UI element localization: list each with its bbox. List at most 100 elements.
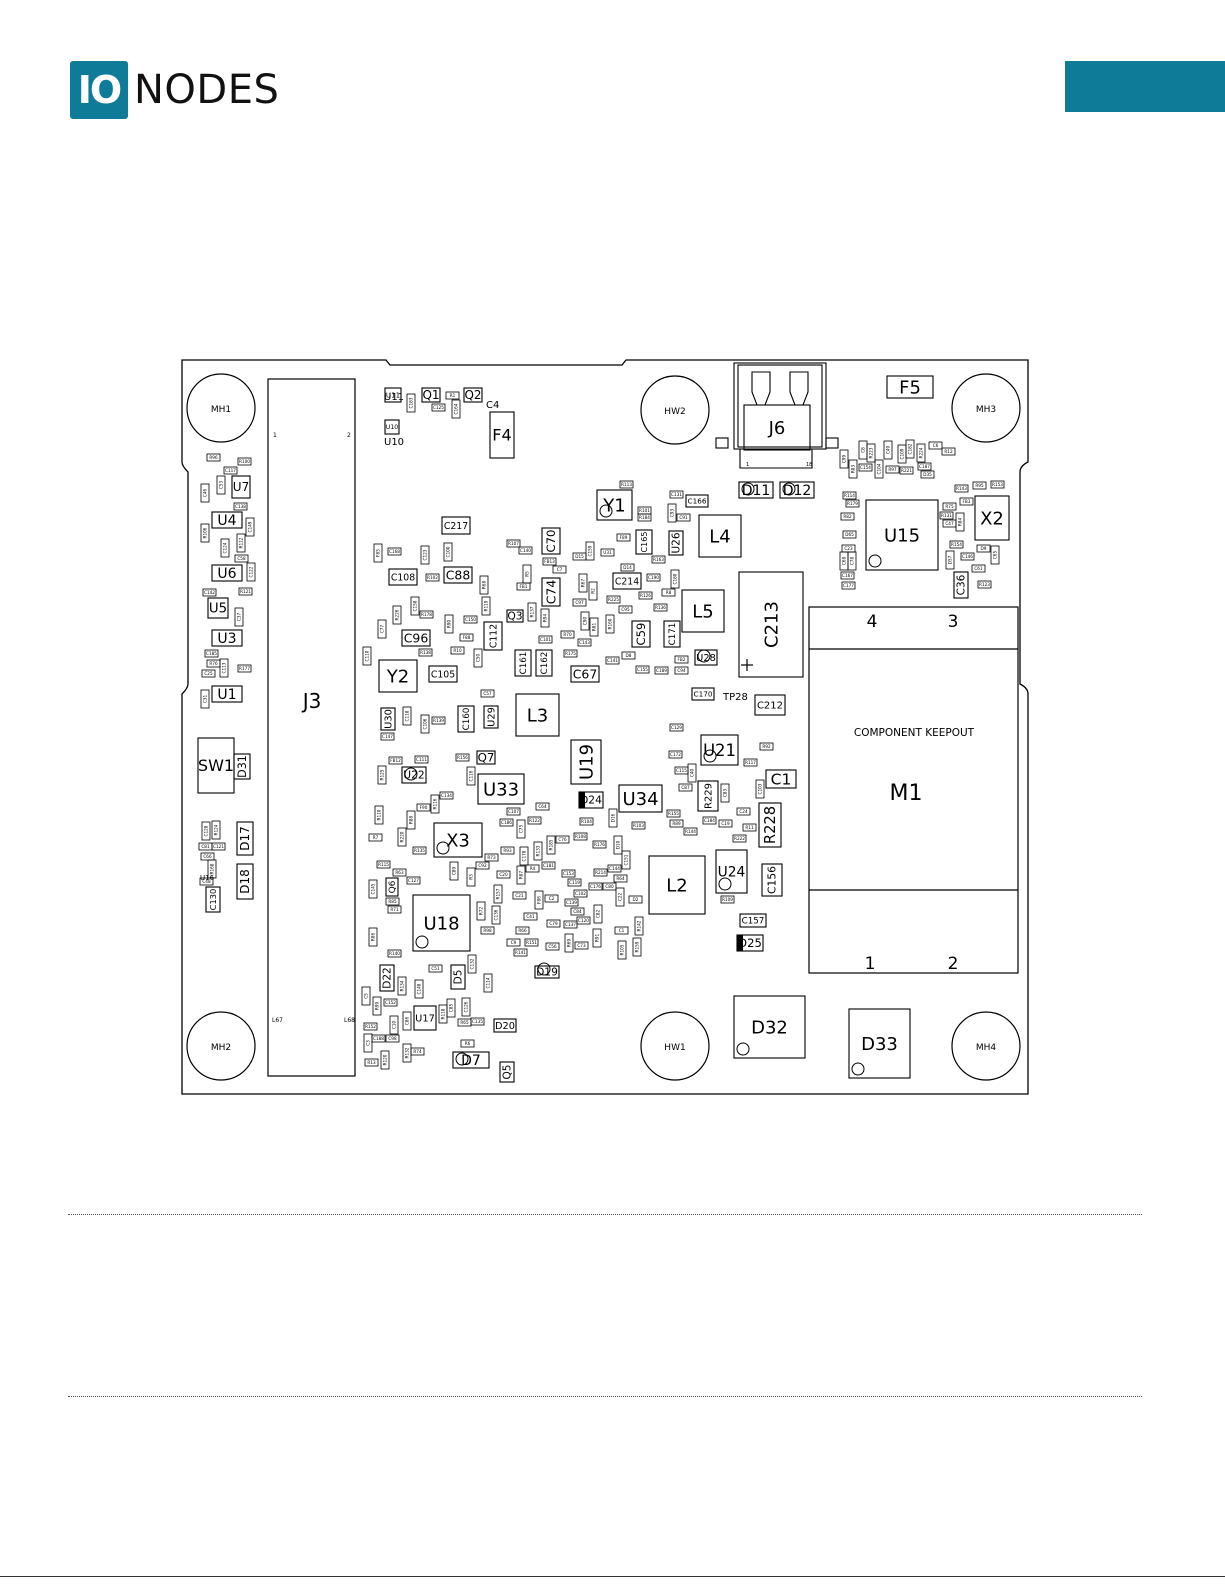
component-label: F4 xyxy=(492,426,511,445)
passive-label: R184 xyxy=(639,515,650,520)
footer-divider-top xyxy=(68,1214,1142,1215)
passive-r112: R112 xyxy=(236,533,246,553)
component-u4: U4 xyxy=(211,511,243,529)
component-label: C70 xyxy=(544,530,558,553)
passive-r66: R66 xyxy=(515,926,530,935)
passive-r163: R163 xyxy=(651,555,666,564)
j3-pin-2: 2 xyxy=(347,432,351,439)
passive-label: R4 xyxy=(530,866,536,871)
mounting-hole-mh4: MH4 xyxy=(951,1011,1021,1081)
passive-label: C120 xyxy=(578,918,589,923)
passive-label: C127 xyxy=(408,878,419,883)
passive-label: R67 xyxy=(581,579,586,588)
component-j6: J6 xyxy=(743,404,811,451)
free-label: TP28 xyxy=(722,692,748,703)
component-label: C217 xyxy=(444,521,468,532)
component-c213: C213 xyxy=(738,571,804,678)
passive-d14: D14 xyxy=(620,563,635,572)
passive-label: C190 xyxy=(648,575,659,580)
passive-label: C176 xyxy=(590,884,601,889)
passive-c140: C140 xyxy=(518,546,533,555)
passive-c20: C20 xyxy=(496,870,511,879)
passive-r93: R93 xyxy=(500,846,515,855)
passive-label: R98 xyxy=(483,928,492,933)
component-label: C157 xyxy=(742,917,765,927)
passive-c65: C65 xyxy=(990,545,1000,565)
passive-fb1: FB1 xyxy=(516,582,531,591)
component-label: U4 xyxy=(217,513,236,529)
component-label: Q7 xyxy=(478,751,495,765)
passive-label: C20 xyxy=(499,872,508,877)
component-l2: L2 xyxy=(648,855,706,915)
passive-r120: R120 xyxy=(380,1050,390,1070)
passive-label: C51 xyxy=(431,966,440,971)
passive-label: C147 xyxy=(382,734,393,739)
component-label: D31 xyxy=(236,755,249,778)
passive-label: C106 xyxy=(423,718,428,729)
passive-label: C91 xyxy=(679,515,688,520)
component-label: C171 xyxy=(668,623,678,646)
passive-c7: C7 xyxy=(552,565,567,574)
component-q1: Q1 xyxy=(421,387,441,403)
passive-c120: C120 xyxy=(576,916,591,925)
passive-label: R220 xyxy=(400,831,405,842)
logo-wordmark: NODES xyxy=(134,67,280,113)
page-bottom-rule xyxy=(0,1576,1225,1577)
component-u22: U22 xyxy=(401,766,427,784)
passive-r117: R117 xyxy=(743,758,758,767)
passive-label: R144 xyxy=(685,829,696,834)
component-d33: D33 xyxy=(848,1008,911,1079)
component-label: R228 xyxy=(762,806,779,844)
j6-pin-1: 1 xyxy=(746,462,749,468)
passive-c187: C187 xyxy=(917,462,932,471)
passive-label: R75 xyxy=(945,504,954,509)
passive-label: C134 xyxy=(441,793,452,798)
passive-c107: C107 xyxy=(506,807,521,816)
passive-label: R132 xyxy=(405,1047,410,1058)
passive-c181: C181 xyxy=(541,861,556,870)
passive-f89: F89 xyxy=(616,533,631,542)
passive-c78: C78 xyxy=(847,551,857,571)
passive-r88: R88 xyxy=(406,810,416,830)
passive-r6: R6 xyxy=(460,1039,475,1048)
passive-c184: C184 xyxy=(702,816,717,825)
passive-label: C125 xyxy=(433,405,444,410)
m1-module: 4 3 1 2 COMPONENT KEEPOUT M1 xyxy=(808,606,1019,974)
component-label: J6 xyxy=(768,418,786,439)
passive-label: R100 xyxy=(239,459,250,464)
passive-label: R105 xyxy=(620,944,625,955)
component-d25: D25 xyxy=(736,934,764,952)
component-c161: C161 xyxy=(514,649,532,677)
passive-c172: C172 xyxy=(668,750,683,759)
passive-label: C90 xyxy=(583,617,588,626)
passive-label: R134 xyxy=(400,980,405,991)
passive-c31: C31 xyxy=(200,689,210,709)
passive-label: R109 xyxy=(722,897,733,902)
passive-c75: C75 xyxy=(516,819,526,839)
passive-label: C144 xyxy=(609,866,620,871)
passive-label: C142 xyxy=(204,590,215,595)
passive-c121: C121 xyxy=(211,842,226,851)
passive-label: C158 xyxy=(413,600,418,611)
passive-c131: C131 xyxy=(669,490,684,499)
passive-label: R64 xyxy=(616,876,625,881)
passive-label: C89 xyxy=(452,867,457,876)
passive-c25: C25 xyxy=(201,669,216,678)
mounting-hole-hw2: HW2 xyxy=(640,375,710,445)
passive-label: C182 xyxy=(908,443,913,454)
passive-label: C115 xyxy=(676,768,687,773)
passive-label: C186 xyxy=(501,820,512,825)
passive-label: C50 xyxy=(476,654,481,663)
component-label: C156 xyxy=(766,866,779,894)
component-label: C1 xyxy=(771,770,792,788)
passive-c6: C6 xyxy=(928,441,943,450)
passive-label: R88 xyxy=(409,816,414,825)
passive-label: C47 xyxy=(945,521,954,526)
passive-label: R135 xyxy=(414,848,425,853)
m1-pin-3: 3 xyxy=(948,612,959,632)
passive-label: R157 xyxy=(496,888,501,899)
passive-label: R175 xyxy=(565,651,576,656)
passive-label: C95 xyxy=(621,607,630,612)
passive-label: C73 xyxy=(577,943,586,948)
passive-label: C164 xyxy=(454,403,459,414)
